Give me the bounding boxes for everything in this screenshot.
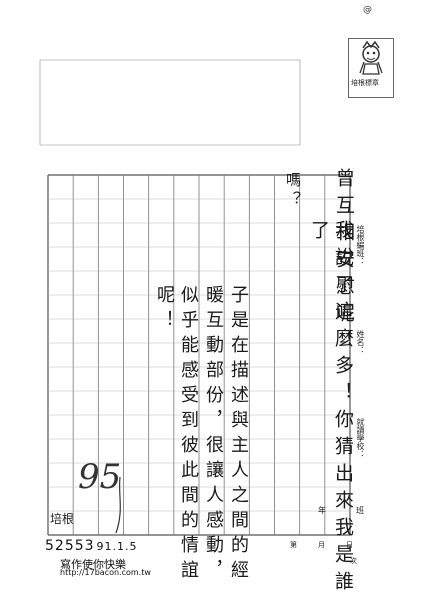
text-column-7: 呢！ — [154, 285, 175, 335]
bacon-mascot-icon — [359, 40, 383, 75]
text-column-3: 嗎？ — [284, 172, 302, 210]
month-label: 月 — [318, 541, 325, 549]
footer-slogan: 寫作使你快樂 — [60, 558, 126, 571]
stamp-label: 培根標章 — [351, 79, 379, 87]
doc-id-number: 52553 — [45, 538, 95, 554]
bacon-stamp-box — [348, 38, 394, 98]
class-field-label: 培根編班： — [356, 225, 365, 265]
reviewer-mark: 培根 — [50, 512, 75, 526]
grade-score: 95 — [78, 457, 122, 497]
text-column-4: 子是在描述與主人之間的經 — [228, 285, 249, 585]
name-field-label: 姓名： — [356, 330, 365, 354]
week-label: 第 — [290, 541, 297, 549]
class-suffix-label: 班 — [356, 506, 364, 515]
school-field-label: 就讀學校： — [356, 418, 365, 458]
text-column-5: 暖互動部份，很讓人感動， — [203, 285, 224, 585]
reviewer-scribble — [115, 476, 121, 534]
footer-url: http://17bacon.com.tw — [60, 568, 151, 577]
day-label: 日 — [346, 541, 353, 549]
grade-field-label: 年 — [318, 506, 326, 515]
corner-mark: @ — [363, 5, 373, 15]
text-column-6: 似乎能感受到彼此間的情誼 — [178, 285, 199, 585]
text-column-2: 我說了這麼多！你猜出來我是誰了 — [308, 220, 354, 598]
times-label: 次 — [350, 557, 357, 565]
doc-date-note: 91.1.5 — [96, 540, 138, 553]
text-column-1: 曾互相安慰呢！ — [333, 168, 355, 357]
